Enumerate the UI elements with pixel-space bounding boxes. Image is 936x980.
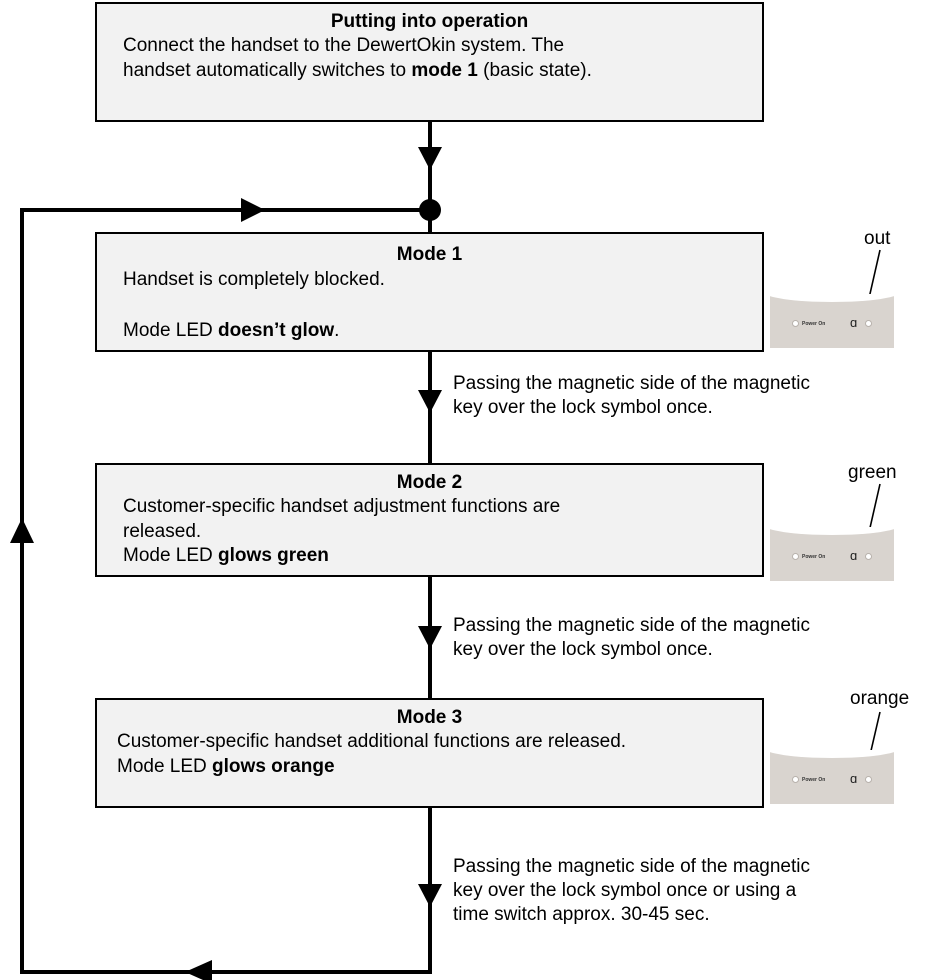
arrow-down-mode2 bbox=[418, 626, 442, 649]
start-text-line1: Connect the handset to the DewertOkin sy… bbox=[123, 35, 565, 56]
mode3-led-panel: Power On ɑ bbox=[770, 750, 894, 804]
arrow-down-mode3 bbox=[418, 884, 442, 907]
mode1-text-line1: Handset is completely blocked. bbox=[123, 269, 385, 290]
power-led-dot bbox=[792, 553, 799, 560]
mode3-text-line1: Customer-specific handset additional fun… bbox=[117, 731, 627, 752]
mode-led-dot bbox=[865, 320, 872, 327]
lock-icon: ɑ bbox=[850, 548, 858, 563]
mode2-led-label: green bbox=[848, 462, 897, 483]
mode-led-dot bbox=[865, 776, 872, 783]
mode1-title: Mode 1 bbox=[396, 244, 463, 265]
power-on-label: Power On bbox=[802, 554, 826, 560]
mode1-led-panel: Power On ɑ bbox=[770, 294, 894, 348]
mode3-box: Mode 3 Customer-specific handset additio… bbox=[95, 698, 764, 808]
start-title: Putting into operation bbox=[330, 11, 529, 32]
mode3-title: Mode 3 bbox=[396, 707, 463, 728]
power-on-label: Power On bbox=[802, 777, 826, 783]
arrow-right-top bbox=[241, 198, 265, 222]
mode3-led-label: orange bbox=[850, 688, 910, 709]
connector-return-loop bbox=[20, 208, 432, 974]
arrow-up-left bbox=[10, 518, 34, 543]
lock-icon: ɑ bbox=[850, 315, 858, 330]
mode2-led-panel: Power On ɑ bbox=[770, 527, 894, 581]
mode2-text-line1: Customer-specific handset adjustment fun… bbox=[123, 496, 561, 517]
mode2-box: Mode 2 Customer-specific handset adjustm… bbox=[95, 463, 764, 577]
start-box: Putting into operation Connect the hands… bbox=[95, 2, 764, 122]
mode-led-dot bbox=[865, 553, 872, 560]
mode2-text-line3: Mode LED glows green bbox=[123, 545, 329, 566]
power-led-dot bbox=[792, 776, 799, 783]
junction-dot bbox=[419, 199, 441, 221]
mode3-text-line2: Mode LED glows orange bbox=[117, 756, 335, 777]
start-text-line2: handset automatically switches to mode 1… bbox=[123, 60, 592, 81]
arrow-left-bottom bbox=[185, 960, 212, 980]
arrow-down-mode1 bbox=[418, 390, 442, 413]
mode1-text-line2: Mode LED doesn’t glow. bbox=[123, 320, 340, 341]
mode1-box: Mode 1 Handset is completely blocked. Mo… bbox=[95, 232, 764, 352]
mode2-text-line2: released. bbox=[123, 521, 202, 542]
step2-text: Passing the magnetic side of the magneti… bbox=[453, 615, 810, 660]
arrow-down-start bbox=[418, 147, 442, 170]
power-led-dot bbox=[792, 320, 799, 327]
step1-text: Passing the magnetic side of the magneti… bbox=[453, 373, 810, 418]
step3-text: Passing the magnetic side of the magneti… bbox=[453, 856, 810, 925]
power-on-label: Power On bbox=[802, 321, 826, 327]
mode1-led-label: out bbox=[864, 228, 891, 249]
lock-icon: ɑ bbox=[850, 771, 858, 786]
mode2-title: Mode 2 bbox=[396, 472, 463, 493]
